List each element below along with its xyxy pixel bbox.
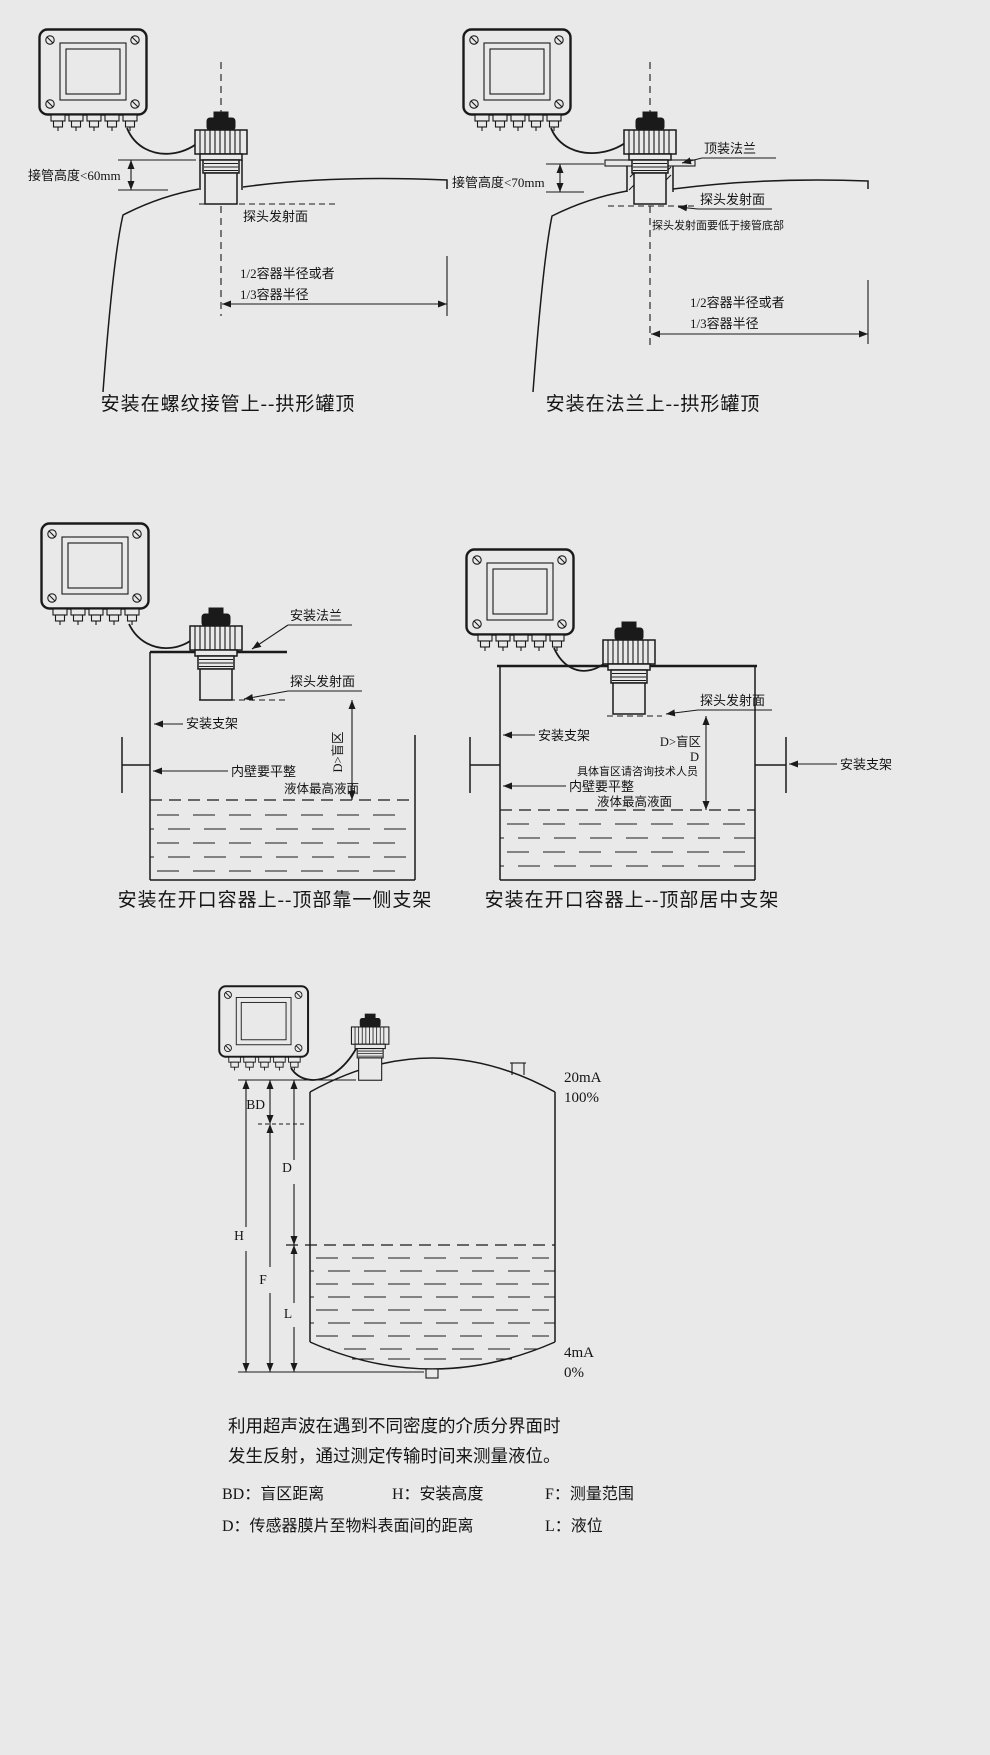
tank-roof	[532, 179, 869, 393]
controller-unit	[465, 548, 575, 653]
bracket-left-label: 安装支架	[538, 728, 590, 743]
diagram-caption: 安装在开口容器上--顶部居中支架	[485, 889, 780, 911]
pipe-height-label: 接管高度<60mm	[28, 168, 121, 183]
controller-unit	[218, 985, 310, 1072]
controller-unit	[40, 522, 150, 627]
probe-face-label: 探头发射面	[243, 209, 308, 224]
controller-unit	[462, 28, 572, 133]
bracket-right-label: 安装支架	[840, 757, 892, 772]
dimension-lines	[238, 1079, 424, 1373]
max-level-label: 液体最高液面	[597, 794, 672, 809]
max-level-label: 液体最高液面	[284, 781, 359, 796]
legend-d: D：传感器膜片至物料表面间的距离	[222, 1517, 474, 1535]
nozzle	[199, 160, 243, 190]
diagram-open-vessel-side-bracket: 安装法兰 探头发射面 安装支架 内壁要平整 液体最高液面 D>盲区 安装在开口容…	[40, 522, 433, 911]
probe-face-label: 探头发射面	[290, 674, 355, 689]
principle-note-line1: 利用超声波在遇到不同密度的介质分界面时	[228, 1416, 561, 1436]
probe-face-callout	[665, 709, 772, 717]
wall-clamp	[121, 737, 150, 793]
pipe-height-label: 接管高度<70mm	[452, 175, 545, 190]
wall-clamp-left	[469, 737, 500, 793]
mount-flange-callout	[251, 624, 352, 650]
radius-label-2: 1/3容器半径	[690, 316, 759, 331]
blind-zone-label: D>盲区	[330, 731, 345, 772]
tank-outline	[309, 1057, 556, 1379]
mark-l: L	[284, 1306, 292, 1321]
ultrasonic-sensor	[623, 111, 677, 205]
legend-h: H：安装高度	[392, 1485, 484, 1503]
diagram-threaded-nozzle: 接管高度<60mm 探头发射面 1/2容器半径或者 1/3容器半径 安装在螺纹接…	[28, 28, 448, 415]
signal-4ma: 4mA	[564, 1345, 594, 1361]
radius-label-2: 1/3容器半径	[240, 287, 309, 302]
legend-bd: BD：盲区距离	[222, 1485, 324, 1503]
probe-face-callout	[243, 690, 362, 701]
pipe-height-dimension	[118, 159, 196, 191]
signal-0pct: 0%	[564, 1365, 584, 1381]
probe-face-callout	[677, 204, 772, 212]
signal-100pct: 100%	[564, 1090, 599, 1106]
ultrasonic-sensor	[602, 621, 656, 715]
mount-flange-label: 安装法兰	[290, 608, 342, 623]
diagram-flange-mount: 接管高度<70mm 顶装法兰 探头发射面 探头发射面要低于接管底部 1/2容器半…	[452, 28, 869, 415]
principle-note-line2: 发生反射，通过测定传输时间来测量液位。	[228, 1446, 561, 1466]
legend-f: F：测量范围	[545, 1485, 634, 1503]
ultrasonic-sensor	[189, 607, 243, 701]
pipe-height-dimension	[546, 163, 604, 193]
wall-clamp-right	[755, 737, 787, 793]
diagram-caption: 安装在法兰上--拱形罐顶	[546, 393, 761, 415]
blind-zone-label: D>盲区	[660, 734, 701, 749]
diagram-open-vessel-center-bracket: 安装支架 内壁要平整 液体最高液面 探头发射面 D>盲区 D 具体盲区请咨询技术…	[465, 548, 892, 911]
radius-dimension	[651, 280, 869, 344]
legend-l: L：液位	[545, 1517, 603, 1535]
tank-roof	[102, 177, 448, 393]
probe-face-label: 探头发射面	[700, 693, 765, 708]
probe-face-label: 探头发射面	[700, 192, 765, 207]
diagram-caption: 安装在开口容器上--顶部靠一侧支架	[118, 889, 433, 911]
vessel-outline	[499, 666, 756, 881]
wall-note-label: 内壁要平整	[231, 764, 296, 779]
diagram-caption: 安装在螺纹接管上--拱形罐顶	[101, 393, 356, 415]
diagram-measuring-principle: BD D H F L 20mA 100% 4mA 0% 利用超声波在遇到不同密度…	[218, 985, 634, 1535]
mark-bd: BD	[246, 1097, 265, 1112]
wall-note-label: 内壁要平整	[569, 779, 634, 794]
liquid	[150, 799, 415, 872]
d-mark-label: D	[690, 750, 699, 764]
top-flange-callout	[681, 157, 776, 165]
radius-dimension	[222, 256, 448, 316]
drain-nozzle	[425, 1368, 439, 1379]
top-flange-label: 顶装法兰	[704, 141, 756, 156]
vessel-outline	[149, 652, 416, 881]
liquid	[500, 809, 755, 867]
radius-label-1: 1/2容器半径或者	[240, 266, 335, 281]
mark-d: D	[282, 1160, 292, 1175]
bracket-label: 安装支架	[186, 716, 238, 731]
radius-label-1: 1/2容器半径或者	[690, 295, 785, 310]
ultrasonic-sensor	[194, 111, 248, 205]
legend: BD：盲区距离 H：安装高度 F：测量范围 D：传感器膜片至物料表面间的距离 L…	[222, 1485, 634, 1535]
controller-unit	[38, 28, 148, 133]
signal-20ma: 20mA	[564, 1070, 602, 1086]
vent-nozzle	[510, 1062, 526, 1075]
mark-f: F	[259, 1272, 267, 1287]
liquid	[286, 1244, 555, 1360]
blind-note-label: 具体盲区请咨询技术人员	[577, 764, 698, 778]
probe-note-label: 探头发射面要低于接管底部	[652, 218, 784, 232]
mark-h: H	[234, 1228, 244, 1243]
